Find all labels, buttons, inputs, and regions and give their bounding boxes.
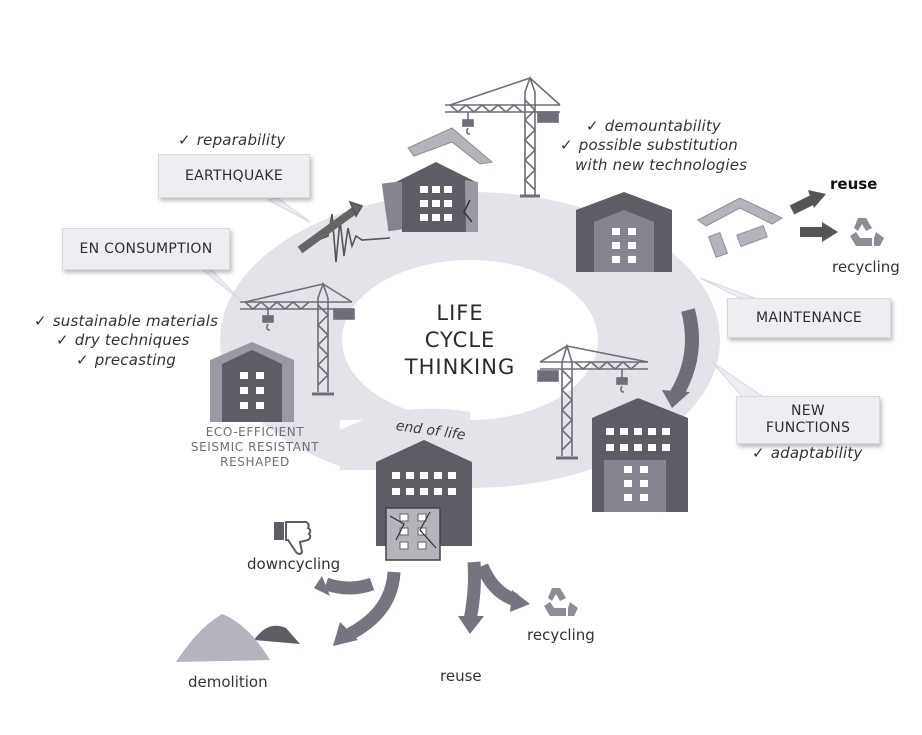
check-dry-text: dry techniques <box>74 331 190 349</box>
check-substitution-text: possible substitution <box>578 136 738 154</box>
building-icon <box>592 398 688 512</box>
callout-earthquake-label: EARTHQUAKE <box>184 168 284 184</box>
center-title-line3: THINKING <box>404 355 516 379</box>
eco-building-icon <box>210 342 294 422</box>
check-adaptability: ✓ adaptability <box>752 444 862 462</box>
check-substitution: ✓ possible substitution <box>560 136 738 154</box>
cycle-arrow <box>669 308 699 399</box>
callout-en-consumption: EN CONSUMPTION <box>62 228 230 270</box>
eco-label-line1: ECO-EFFICIENT <box>205 425 305 439</box>
check-reparability-text: reparability <box>196 131 286 149</box>
center-title-line2: CYCLE <box>424 328 496 352</box>
dismantled-parts-icon <box>697 197 784 259</box>
callout-maintenance-label: MAINTENANCE <box>755 310 863 326</box>
check-icon: ✓ <box>586 117 599 135</box>
end-of-life-building-icon <box>376 440 472 561</box>
callout-new-functions: NEW FUNCTIONS <box>736 396 880 444</box>
center-title: LIFE CYCLE THINKING <box>390 300 530 381</box>
eco-label-line2: SEISMIC RESISTANT <box>190 440 320 454</box>
check-precasting: ✓ precasting <box>76 351 176 369</box>
check-adaptability-text: adaptability <box>770 444 863 462</box>
reuse-bottom-label: reuse <box>440 667 482 685</box>
eco-label: ECO-EFFICIENT SEISMIC RESISTANT RESHAPED <box>175 425 335 470</box>
rubble-pile-icon <box>176 614 300 662</box>
crane-icon <box>537 343 649 460</box>
center-title-line1: LIFE <box>436 301 484 325</box>
check-dry: ✓ dry techniques <box>56 331 190 349</box>
check-icon: ✓ <box>56 331 69 349</box>
downcycling-label: downcycling <box>247 555 341 573</box>
reuse-top-label: reuse <box>830 175 878 193</box>
check-icon: ✓ <box>76 351 89 369</box>
recycling-bottom-label: recycling <box>527 626 595 644</box>
crane-icon <box>445 75 561 198</box>
thumbs-down-icon <box>274 521 312 555</box>
callout-new-functions-line1: NEW <box>790 403 826 419</box>
eco-label-line3: RESHAPED <box>220 455 290 469</box>
callout-new-functions-line2: FUNCTIONS <box>765 420 851 436</box>
check-icon: ✓ <box>34 312 47 330</box>
check-precasting-text: precasting <box>94 351 177 369</box>
check-substitution-line2: with new technologies <box>575 156 748 174</box>
crane-icon <box>240 281 355 396</box>
check-sustainable: ✓ sustainable materials <box>34 312 218 330</box>
check-icon: ✓ <box>752 444 765 462</box>
recycling-top-label: recycling <box>832 258 900 276</box>
demolition-label: demolition <box>188 673 268 691</box>
callout-earthquake: EARTHQUAKE <box>158 154 310 198</box>
recycle-icon <box>850 218 884 246</box>
callout-maintenance: MAINTENANCE <box>727 298 891 338</box>
damaged-building-icon <box>381 127 494 232</box>
building-icon <box>576 192 672 272</box>
check-demountability-text: demountability <box>604 117 721 135</box>
recycle-icon <box>544 588 578 616</box>
check-reparability: ✓ reparability <box>178 131 285 149</box>
end-of-life-arrows <box>323 561 519 640</box>
callout-en-consumption-label: EN CONSUMPTION <box>79 241 213 257</box>
check-icon: ✓ <box>178 131 191 149</box>
check-icon: ✓ <box>560 136 573 154</box>
check-sustainable-text: sustainable materials <box>52 312 219 330</box>
check-demountability: ✓ demountability <box>586 117 721 135</box>
seismograph-icon <box>297 200 391 263</box>
